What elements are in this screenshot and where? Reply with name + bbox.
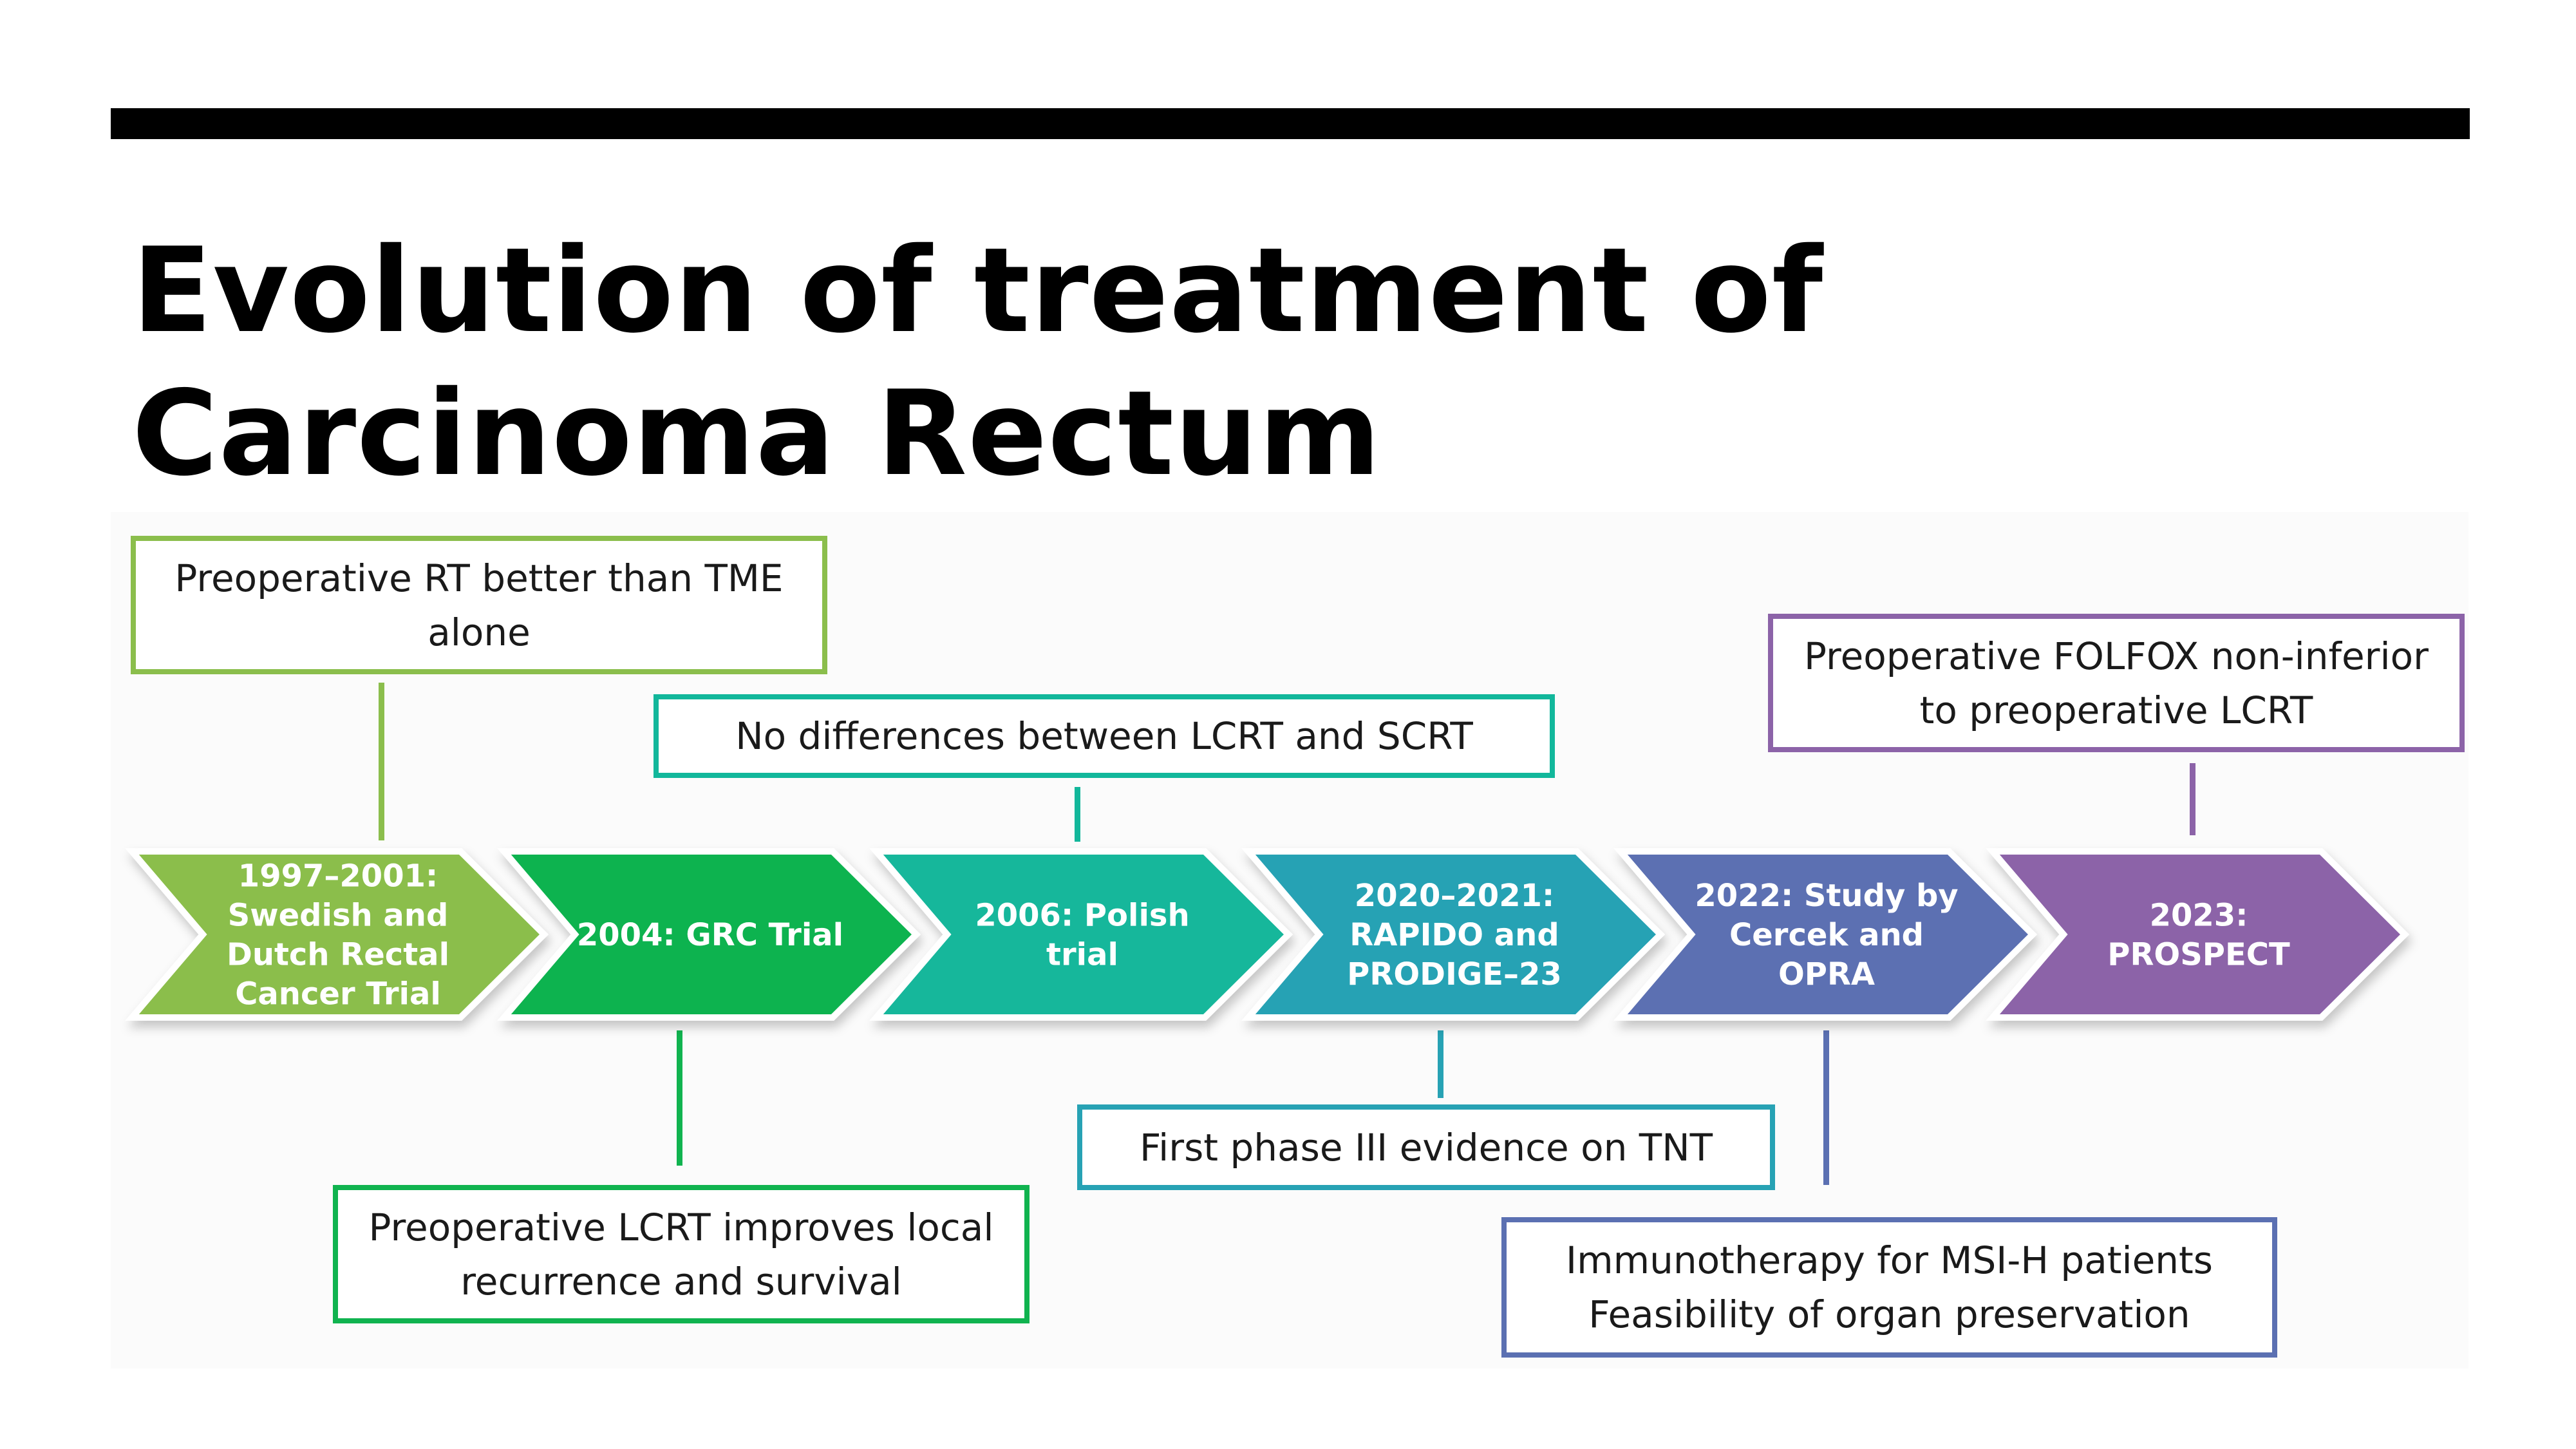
callout-line: Immunotherapy for MSI-H patients [1565, 1238, 2213, 1282]
timeline-stage-label: Cancer Trial [235, 976, 441, 1012]
timeline-stage-label: PRODIGE–23 [1347, 956, 1562, 992]
timeline-stage-0 [125, 848, 549, 1021]
connector-2022 [1823, 1030, 1829, 1185]
callout-line: First phase III evidence on TNT [1139, 1125, 1713, 1170]
callout-line: Preoperative RT better than TME [174, 556, 784, 600]
timeline-stage-label: 2023: [2150, 898, 2248, 934]
timeline-stage-label: Swedish and [228, 898, 449, 934]
connector-2020 [1438, 1030, 1443, 1098]
connector-2023 [2190, 763, 2195, 835]
timeline-stage-label: PROSPECT [2107, 937, 2290, 973]
callout-folfox-non-inferior: Preoperative FOLFOX non-inferior to preop… [1768, 614, 2465, 752]
callout-line: Feasibility of organ preservation [1588, 1293, 2190, 1336]
timeline-stage-label: 1997–2001: [238, 858, 438, 895]
timeline-stage-label: Cercek and [1729, 917, 1924, 953]
timeline-stage-2 [869, 848, 1293, 1021]
callout-line: No differences between LCRT and SCRT [735, 714, 1473, 758]
timeline-stage-label: 2006: Polish [975, 898, 1189, 934]
timeline-stage-label: trial [1046, 937, 1118, 973]
callout-rt-better-than-tme: Preoperative RT better than TME alone [131, 536, 827, 674]
timeline-stage-label: 2022: Study by [1695, 878, 1958, 914]
timeline-stage-5 [1986, 848, 2410, 1021]
connector-1997 [379, 683, 384, 840]
callout-line: Preoperative LCRT improves local [368, 1205, 994, 1249]
timeline-stage-4 [1613, 848, 2038, 1021]
callout-no-differences: No differences between LCRT and SCRT [653, 694, 1555, 778]
callout-line: alone [428, 610, 531, 654]
slide-title: Evolution of treatment of Carcinoma Rect… [132, 222, 1824, 502]
title-rule [111, 108, 2470, 139]
timeline-stage-3 [1241, 848, 1666, 1021]
timeline-stage-label: 2004: GRC Trial [577, 917, 843, 953]
timeline-stage-label: Dutch Rectal [227, 937, 449, 973]
connector-2004 [677, 1030, 682, 1166]
timeline-stage-label: OPRA [1778, 956, 1875, 992]
callout-line: recurrence and survival [460, 1259, 902, 1303]
callout-tnt-evidence: First phase III evidence on TNT [1077, 1104, 1775, 1190]
timeline-stage-1 [497, 848, 921, 1021]
timeline-stage-label: RAPIDO and [1349, 917, 1559, 953]
connector-2006 [1075, 787, 1080, 842]
callout-lcrt-improves: Preoperative LCRT improves local recurren… [333, 1185, 1029, 1323]
timeline-stage-label: 2020–2021: [1355, 878, 1554, 914]
callout-line: Preoperative FOLFOX non-inferior [1804, 634, 2429, 678]
callout-line: to preoperative LCRT [1919, 688, 2313, 732]
